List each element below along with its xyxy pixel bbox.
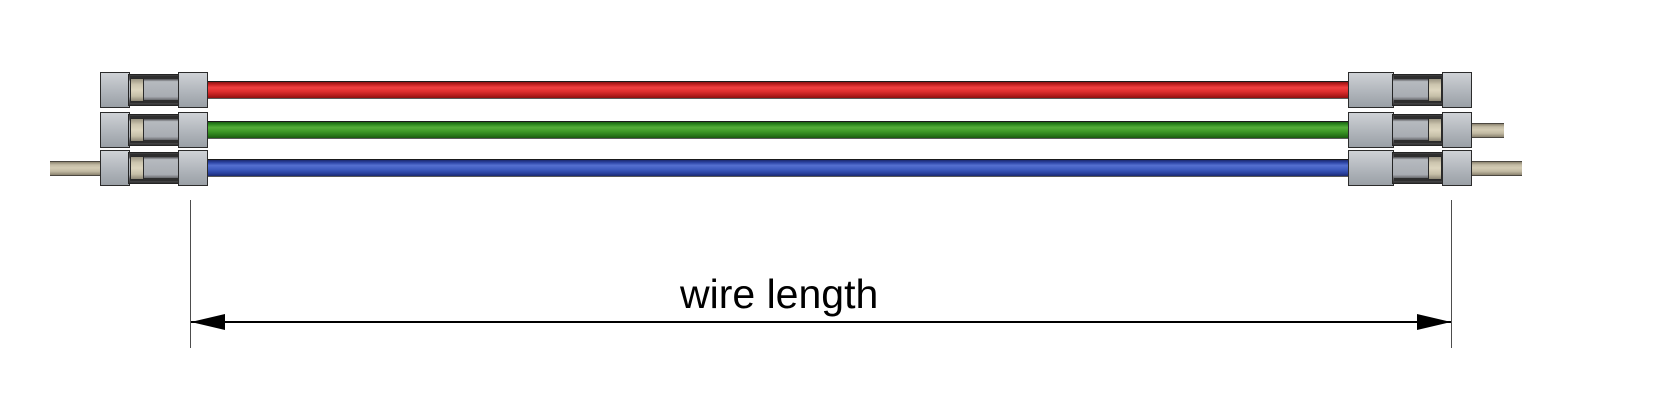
connector-shell-left <box>1348 112 1394 148</box>
connector-bar-bottom <box>1394 178 1442 181</box>
dimension-line <box>191 321 1451 323</box>
cable-green <box>190 121 1364 139</box>
connector-shell-right <box>178 150 208 186</box>
connector-shell-left <box>100 112 130 148</box>
extension-line-left <box>190 200 191 348</box>
dimension-label: wire length <box>680 271 879 317</box>
connector-blue-right[interactable] <box>1348 150 1472 186</box>
connector-bar-bottom <box>130 140 178 143</box>
connector-green-right[interactable] <box>1348 112 1472 148</box>
connector-pin <box>1428 156 1442 180</box>
connector-shell-right <box>178 72 208 108</box>
cable-blue <box>190 159 1364 177</box>
connector-bar-top <box>130 154 178 157</box>
connector-shell-right <box>178 112 208 148</box>
connector-pin <box>130 118 144 142</box>
wire-row-red <box>0 68 1674 112</box>
connector-shell-right <box>1442 72 1472 108</box>
connector-pin <box>130 78 144 102</box>
connector-bar-top <box>1394 116 1442 119</box>
connector-shell-left <box>100 72 130 108</box>
connector-pin <box>1428 78 1442 102</box>
dimension-arrow-right <box>1417 314 1451 330</box>
connector-red-left[interactable] <box>100 72 208 108</box>
connector-bar-bottom <box>1394 140 1442 143</box>
connector-pin <box>1428 118 1442 142</box>
connector-shell-left <box>1348 72 1394 108</box>
connector-bar-top <box>1394 154 1442 157</box>
connector-bar-bottom <box>130 100 178 103</box>
extension-line-right <box>1451 200 1452 348</box>
connector-pin <box>130 156 144 180</box>
connector-bar-top <box>130 76 178 79</box>
connector-green-left[interactable] <box>100 112 208 148</box>
connector-bar-top <box>130 116 178 119</box>
connector-red-right[interactable] <box>1348 72 1472 108</box>
connector-bar-top <box>1394 76 1442 79</box>
connector-shell-left <box>1348 150 1394 186</box>
tail-lead-blue-left <box>50 161 102 176</box>
dimension-arrow-left <box>191 314 225 330</box>
wire-row-blue <box>0 146 1674 190</box>
connector-bar-bottom <box>1394 100 1442 103</box>
connector-shell-right <box>1442 112 1472 148</box>
cable-red <box>190 81 1364 99</box>
connector-shell-right <box>1442 150 1472 186</box>
connector-bar-bottom <box>130 178 178 181</box>
connector-blue-left[interactable] <box>100 150 208 186</box>
connector-shell-left <box>100 150 130 186</box>
wire-row-green <box>0 108 1674 152</box>
